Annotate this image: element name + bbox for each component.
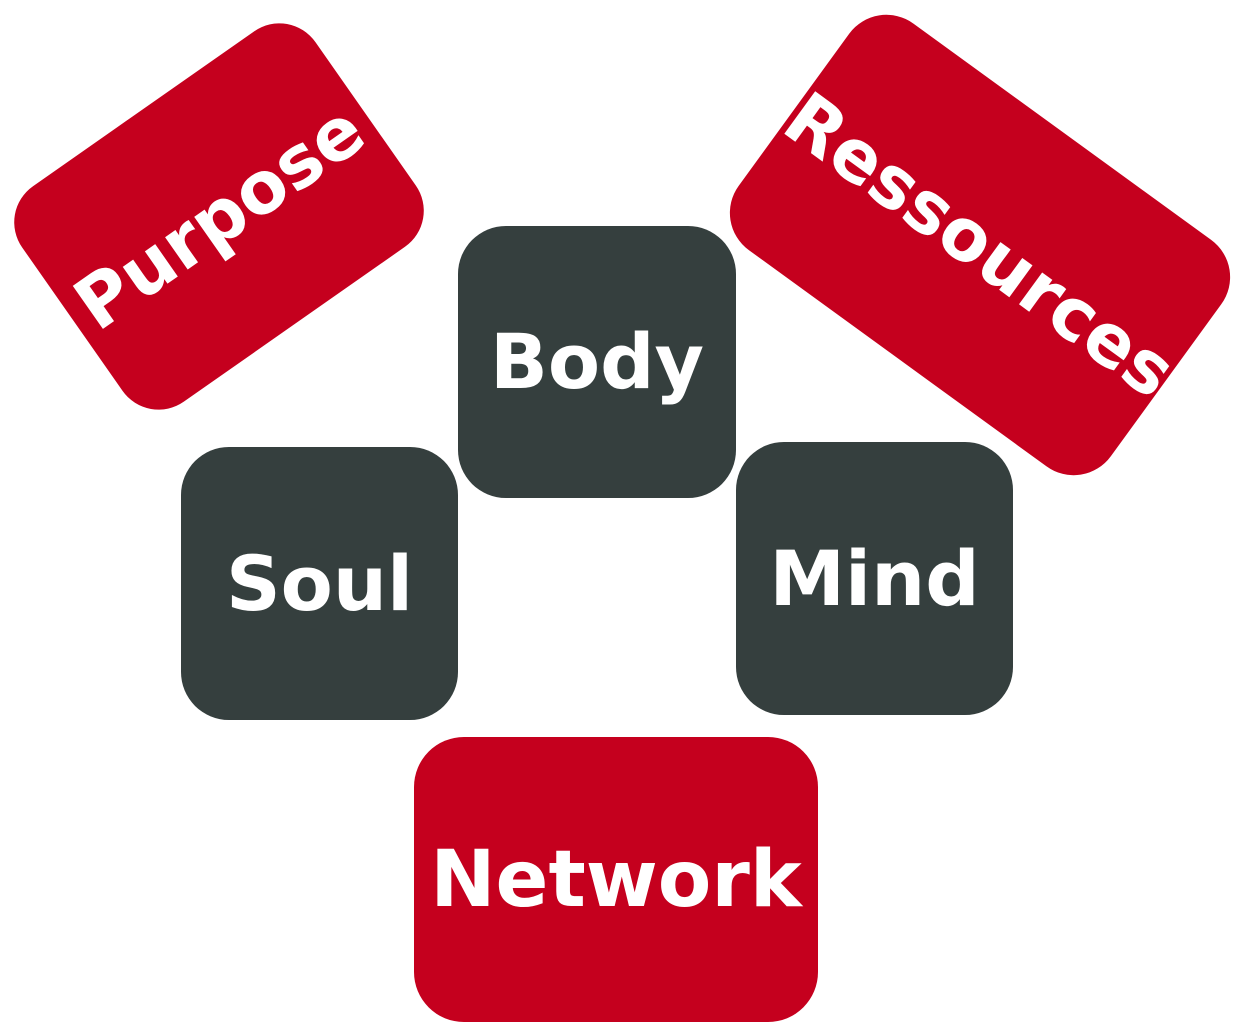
body-tile: Body	[458, 226, 736, 498]
purpose-tile: Purpose	[0, 6, 442, 427]
body-label: Body	[489, 317, 705, 406]
ressources-label: Ressources	[768, 75, 1192, 415]
soul-tile: Soul	[181, 447, 458, 720]
mind-label: Mind	[769, 533, 980, 623]
mind-tile: Mind	[736, 442, 1013, 715]
ressources-tile: Ressources	[711, 0, 1246, 494]
network-tile: Network	[414, 737, 818, 1022]
soul-label: Soul	[225, 538, 414, 628]
purpose-label: Purpose	[58, 86, 380, 347]
network-label: Network	[430, 834, 802, 925]
